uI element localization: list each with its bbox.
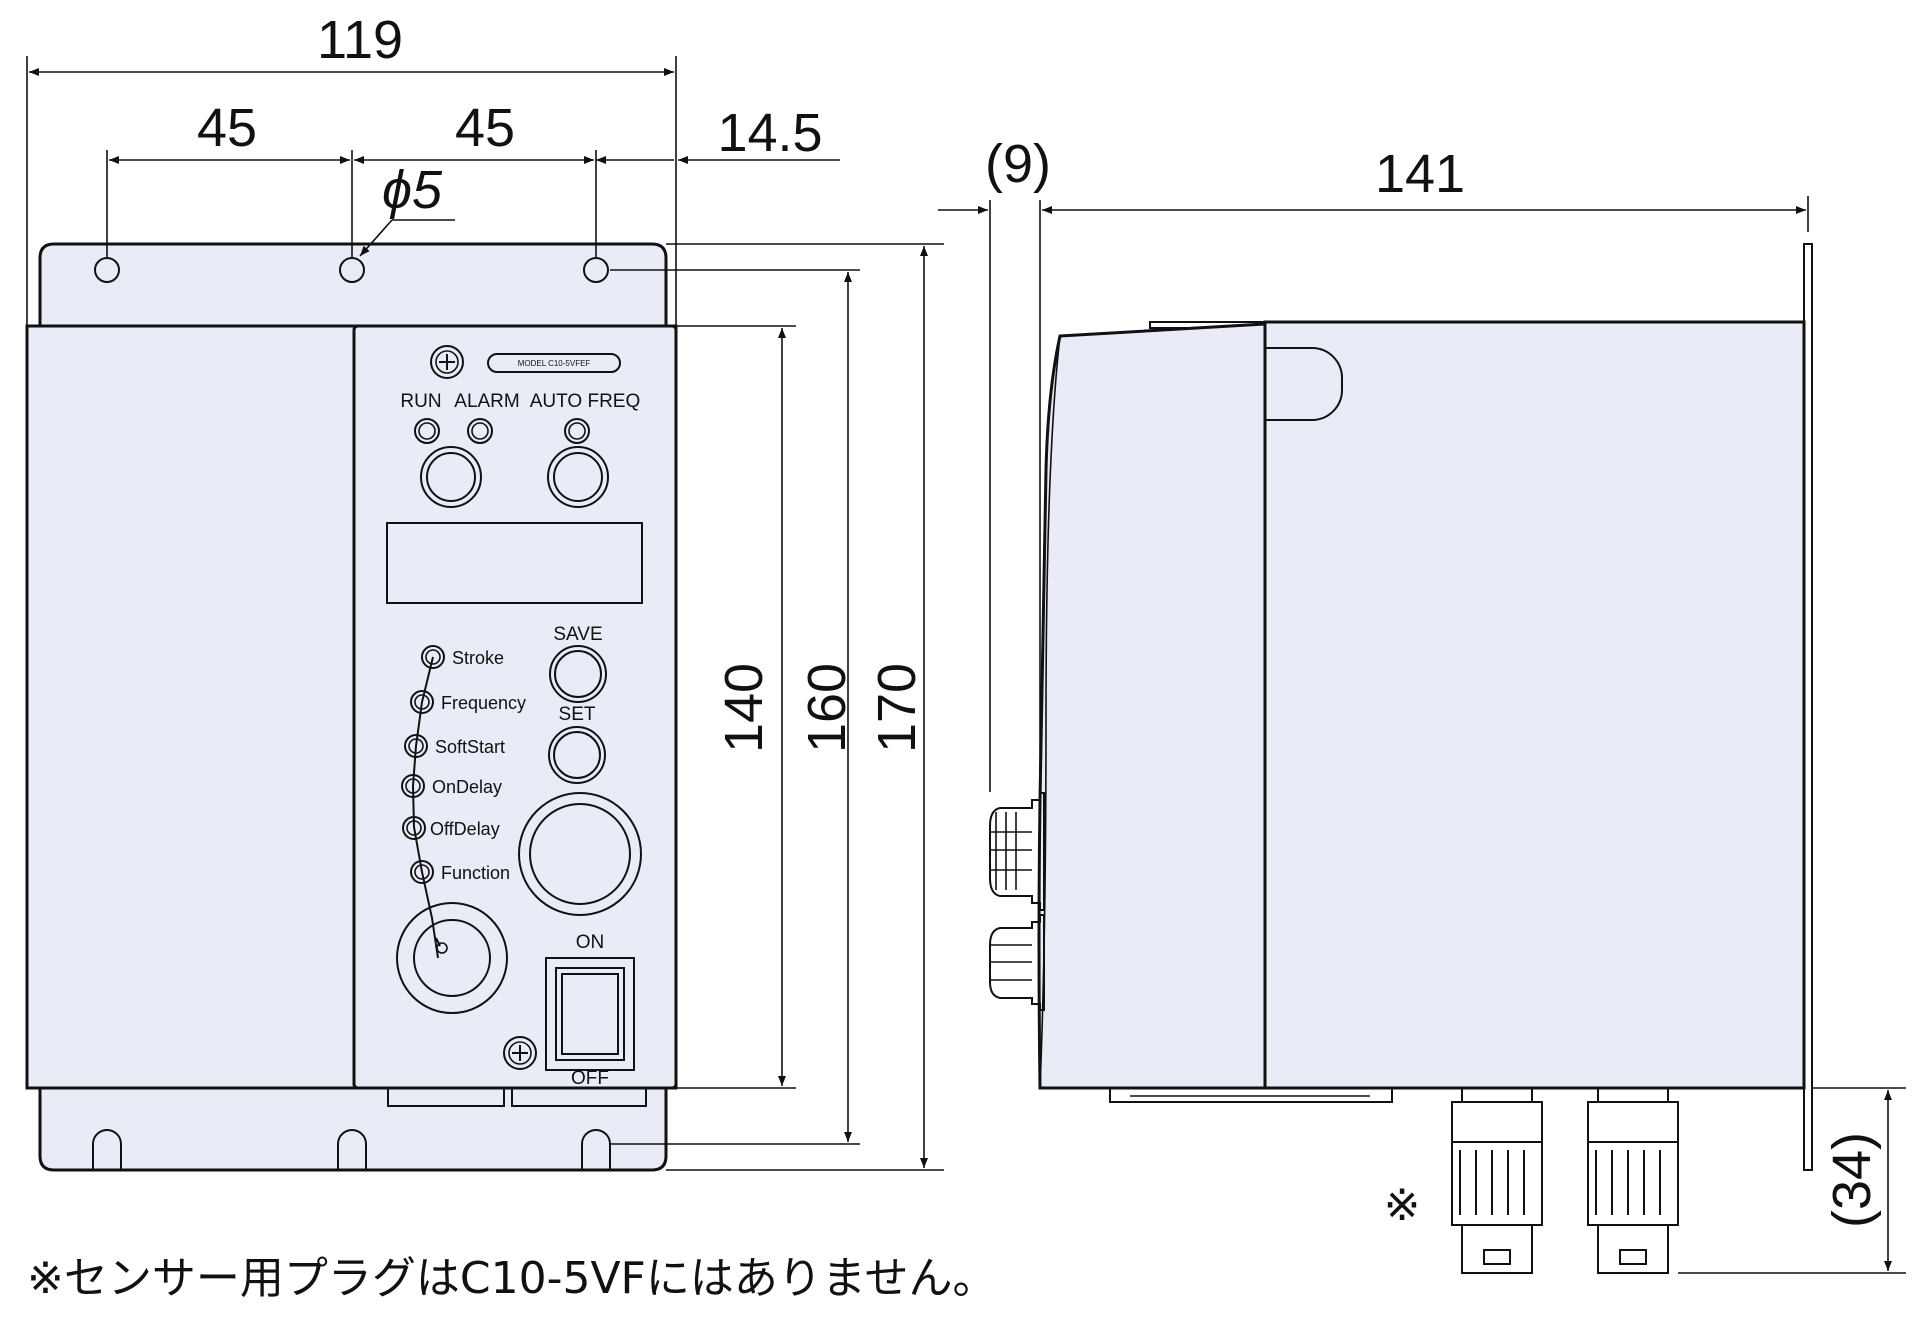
mode-dial[interactable]	[396, 902, 508, 1014]
mode-label: Frequency	[441, 693, 526, 713]
save-label: SAVE	[553, 624, 602, 645]
run-label: RUN	[400, 391, 441, 412]
dim-hole-pitch-right: 45	[455, 98, 515, 158]
plug-marker: ※	[1384, 1180, 1421, 1231]
display-window	[386, 522, 643, 604]
mode-led-stroke	[421, 645, 445, 669]
auto-freq-button[interactable]	[547, 446, 609, 508]
dim-depth: 141	[1375, 144, 1465, 204]
knob-side-upper	[989, 792, 1045, 911]
run-button[interactable]	[420, 446, 482, 508]
dim-hole-diameter: ϕ5	[382, 160, 443, 220]
sensor-plug	[1451, 1087, 1543, 1274]
mode-led-function	[410, 860, 434, 884]
front-view	[25, 242, 678, 1172]
side-dimensions: (9) 141 (34)	[938, 134, 1906, 1274]
auto-freq-led	[564, 418, 590, 444]
auto-freq-label: AUTO FREQ	[530, 391, 641, 412]
front-dimensions: 119 45 45 14.5 ϕ5 140 160 170	[26, 10, 944, 1171]
panel-components: MODEL C10-5VFEF RUN ALARM AUTO FREQ Stro…	[386, 345, 643, 1089]
mount-slot	[337, 1129, 367, 1170]
rear-bump	[1265, 347, 1343, 421]
set-label: SET	[559, 704, 596, 725]
top-flange	[38, 242, 668, 328]
adjust-knob[interactable]	[518, 792, 642, 916]
screw-icon	[430, 345, 464, 379]
save-button[interactable]	[549, 645, 607, 703]
rear-body	[1263, 320, 1806, 1090]
model-label-frame	[487, 353, 621, 373]
dim-right-offset: 14.5	[717, 103, 822, 163]
run-led	[414, 418, 440, 444]
mode-led-softstart	[404, 734, 428, 758]
mode-label: SoftStart	[435, 737, 505, 757]
side-view: ※	[989, 243, 1813, 1274]
footnote: ※センサー用プラグはC10-5VFにはありません。	[27, 1253, 997, 1304]
set-button[interactable]	[548, 726, 606, 784]
mode-label: Stroke	[452, 648, 504, 668]
sensor-plug	[1587, 1087, 1679, 1274]
on-label: ON	[576, 932, 605, 953]
mode-led-offdelay	[402, 816, 426, 840]
bottom-tab	[511, 1087, 647, 1107]
bottom-flange	[38, 1086, 668, 1172]
model-label: MODEL C10-5VFEF	[518, 359, 591, 368]
mode-label: OffDelay	[430, 819, 500, 839]
dim-overall-height: 170	[867, 663, 927, 753]
bottom-foot	[1109, 1087, 1393, 1103]
dim-panel-height: 140	[714, 663, 774, 753]
mounting-plate	[1803, 243, 1813, 1171]
power-switch[interactable]	[545, 957, 635, 1071]
bottom-tab	[387, 1087, 505, 1107]
knob-side-lower	[989, 914, 1045, 1011]
screw-icon	[503, 1036, 537, 1070]
alarm-label: ALARM	[454, 391, 519, 412]
off-label: OFF	[571, 1068, 609, 1089]
mode-led-ondelay	[401, 774, 425, 798]
alarm-led	[467, 418, 493, 444]
mode-led-frequency	[410, 690, 434, 714]
mode-label: Function	[441, 863, 510, 883]
dim-hole-pitch-left: 45	[197, 98, 257, 158]
dim-front-protrusion: (9)	[985, 134, 1051, 194]
mode-label: OnDelay	[432, 777, 502, 797]
mount-slot	[92, 1129, 122, 1170]
mount-slot	[581, 1129, 611, 1170]
dim-overall-width: 119	[317, 10, 403, 70]
dim-plug-length: (34)	[1822, 1132, 1882, 1228]
front-cover	[1037, 322, 1267, 1090]
dim-body-height: 160	[797, 663, 857, 753]
